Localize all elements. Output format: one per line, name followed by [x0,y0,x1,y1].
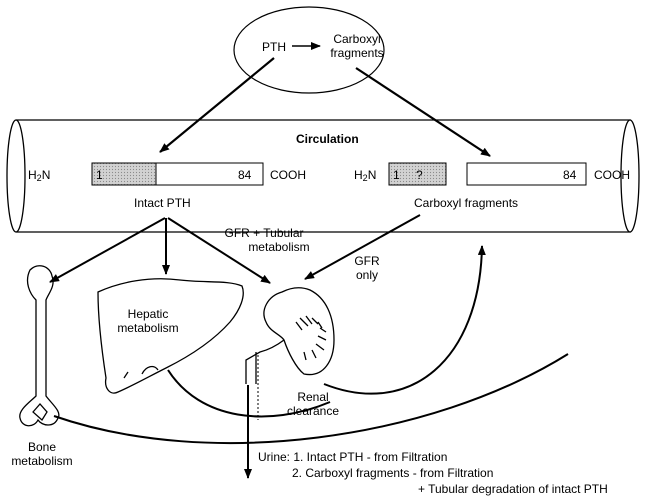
gfr-tubular-line2: metabolism [248,240,310,254]
pool-carboxyl-fragments-label: Carboxyl fragments [322,32,392,60]
pool-carboxyl-line1: Carboxyl [333,32,381,46]
intact-pth-label: Intact PTH [134,196,191,210]
intact-n-sub: 2 [36,173,42,183]
fragment-n-h: H [354,168,363,182]
gfr-tubular-label: GFR + Tubular metabolism [212,226,316,254]
bone-return-curve [53,353,569,445]
kidney-return-arrow [323,245,486,395]
intact-to-bone-arrow [49,217,166,283]
urine-line3: + Tubular degradation of intact PTH [418,482,608,496]
carboxyl-fragment-bar [388,162,587,186]
pool-carboxyl-line2: fragments [330,46,384,60]
renal-label: Renal clearance [278,390,348,418]
fragments-to-kidney-arrow [304,214,421,280]
intact-start-residue: 1 [96,168,103,182]
intact-end-residue: 84 [238,168,252,182]
liver-illustration [97,278,244,394]
fragment-n-n: N [367,168,377,182]
intact-c-terminus: COOH [270,168,306,182]
intact-n-h: H [28,168,37,182]
pth-into-circulation-arrow [159,57,275,153]
urine-line1: Urine: 1. Intact PTH - from Filtration [258,450,448,464]
fragment-start-residue: 1 [393,168,400,182]
fragment-unknown: ? [416,168,423,182]
fragment-n-sub: 2 [362,173,368,183]
intact-pth-bar [91,162,264,186]
circulation-vessel [6,119,640,233]
fragment-end-residue: 84 [563,168,577,182]
renal-line1: Renal [297,390,329,404]
circulation-title: Circulation [296,132,359,146]
fragment-c-terminus: COOH [594,168,630,182]
gfr-only-line1: GFR [354,254,380,268]
bone-line2: metabolism [11,454,73,468]
fragment-n-terminus: H2N [354,168,376,185]
bone-illustration [19,265,60,427]
kidney-illustration [245,287,335,384]
intact-n-n: N [41,168,51,182]
fragments-into-circulation-arrow [355,67,491,157]
pool-pth-label: PTH [262,40,286,54]
intact-n-terminus: H2N [28,168,50,185]
gfr-tubular-line1: GFR + Tubular [224,226,304,240]
gfr-only-label: GFR only [352,254,382,282]
carboxyl-fragments-label: Carboxyl fragments [414,196,519,210]
liver-return-curve [167,369,331,418]
gfr-only-line2: only [355,268,378,282]
bone-line1: Bone [27,440,57,454]
hepatic-label: Hepatic metabolism [110,307,186,335]
renal-line2: clearance [286,404,340,418]
pth-pool-ellipse [233,6,385,94]
hepatic-line1: Hepatic [127,307,169,321]
bone-label: Bone metabolism [4,440,80,468]
intact-to-kidney-arrow [167,217,271,284]
hepatic-line2: metabolism [117,321,179,335]
urine-line2: 2. Carboxyl fragments - from Filtration [292,466,494,480]
